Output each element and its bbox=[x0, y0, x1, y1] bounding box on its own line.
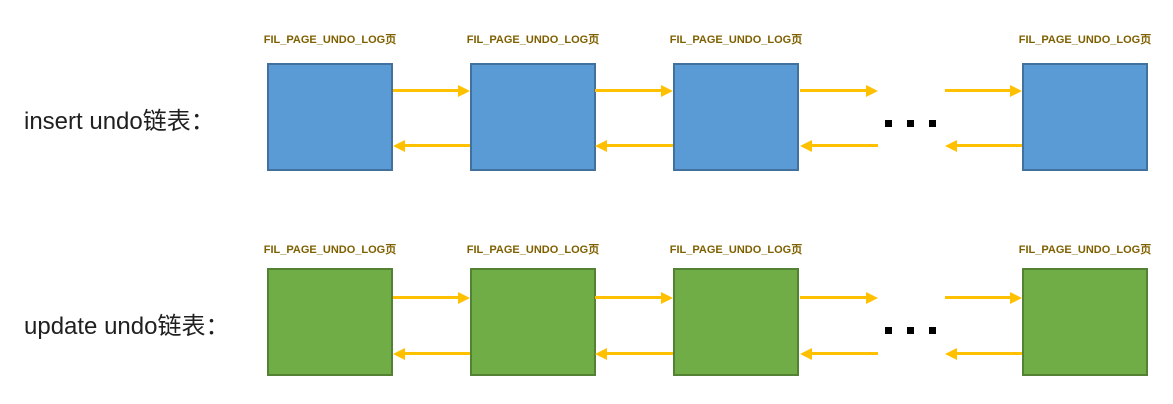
next-page-arrow bbox=[945, 85, 1022, 97]
undo-log-page-label: FIL_PAGE_UNDO_LOG页 bbox=[669, 34, 803, 46]
next-page-arrow bbox=[393, 292, 470, 304]
prev-page-arrow bbox=[800, 140, 878, 152]
undo-log-page-box bbox=[267, 63, 393, 171]
next-page-arrow bbox=[800, 85, 878, 97]
undo-log-page-box bbox=[267, 268, 393, 376]
prev-page-arrow bbox=[945, 140, 1022, 152]
ellipsis-dot bbox=[885, 120, 892, 127]
prev-page-arrow bbox=[393, 348, 470, 360]
prev-page-arrow bbox=[800, 348, 878, 360]
ellipsis-dot bbox=[907, 120, 914, 127]
undo-log-page-box bbox=[1022, 268, 1148, 376]
ellipsis bbox=[885, 327, 936, 334]
ellipsis-dot bbox=[929, 327, 936, 334]
ellipsis-dot bbox=[907, 327, 914, 334]
ellipsis-dot bbox=[929, 120, 936, 127]
undo-log-page-label: FIL_PAGE_UNDO_LOG页 bbox=[466, 244, 600, 256]
next-page-arrow bbox=[595, 292, 673, 304]
ellipsis-dot bbox=[885, 327, 892, 334]
next-page-arrow bbox=[945, 292, 1022, 304]
next-page-arrow bbox=[595, 85, 673, 97]
prev-page-arrow bbox=[945, 348, 1022, 360]
undo-log-page-box bbox=[470, 268, 596, 376]
next-page-arrow bbox=[393, 85, 470, 97]
update-row-label: update undo链表： bbox=[24, 313, 230, 340]
undo-log-page-label: FIL_PAGE_UNDO_LOG页 bbox=[1018, 244, 1152, 256]
undo-log-page-label: FIL_PAGE_UNDO_LOG页 bbox=[263, 34, 397, 46]
insert-row-label: insert undo链表： bbox=[24, 108, 215, 135]
undo-log-page-label: FIL_PAGE_UNDO_LOG页 bbox=[1018, 34, 1152, 46]
undo-log-page-label: FIL_PAGE_UNDO_LOG页 bbox=[669, 244, 803, 256]
prev-page-arrow bbox=[595, 348, 673, 360]
ellipsis bbox=[885, 120, 936, 127]
next-page-arrow bbox=[800, 292, 878, 304]
undo-log-page-label: FIL_PAGE_UNDO_LOG页 bbox=[263, 244, 397, 256]
undo-log-page-box bbox=[470, 63, 596, 171]
prev-page-arrow bbox=[595, 140, 673, 152]
undo-log-page-box bbox=[1022, 63, 1148, 171]
undo-log-page-box bbox=[673, 63, 799, 171]
prev-page-arrow bbox=[393, 140, 470, 152]
undo-log-page-label: FIL_PAGE_UNDO_LOG页 bbox=[466, 34, 600, 46]
undo-log-page-box bbox=[673, 268, 799, 376]
